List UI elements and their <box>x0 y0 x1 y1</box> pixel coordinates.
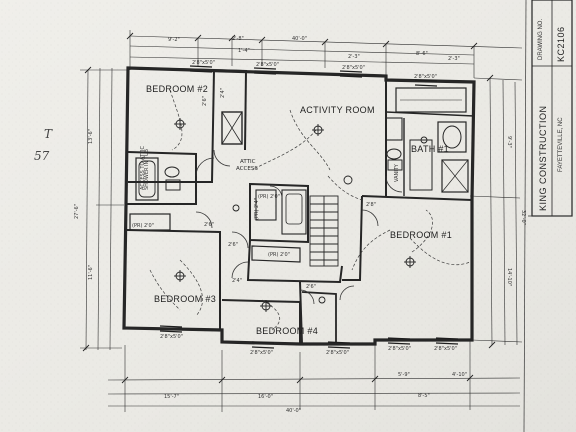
window-callout: 2'8"x5'0" <box>434 346 457 352</box>
dim-right-b: 14'-10" <box>506 268 512 286</box>
door-callout: (PR) 2'0" <box>258 194 280 200</box>
note-access-to-attic: ACCESS TO ATTIC <box>140 145 146 190</box>
door-callout: (PR) 2'4" <box>254 198 260 220</box>
door-callout: 2'6" <box>306 284 316 290</box>
dim-bottom-b: 16'-0" <box>258 394 273 400</box>
window-callouts: 2'8"x5'0" 2'8"x5'0" 2'8"x5'0" 2'8"x5'0" … <box>160 60 457 356</box>
title-block-frame <box>523 0 572 432</box>
electrical-runs <box>149 89 471 331</box>
room-label-bedroom-2: BEDROOM #2 <box>146 84 208 94</box>
dim-right-overall: 32'-0" <box>520 210 526 225</box>
door-callout: 2'4" <box>232 278 242 284</box>
dim-bottom-d: 5'-9" <box>398 372 410 378</box>
dim-top-r1: 2'-3" <box>348 54 360 60</box>
room-label-bedroom-1: BEDROOM #1 <box>390 230 452 240</box>
door-callouts: 2'6" 2'4" 2'6" (PR) 2'0" (PR) 2'4" (PR) … <box>132 88 376 290</box>
attic-label-line1: ATTIC <box>240 159 256 165</box>
door-callout: (PR) 2'0" <box>268 252 290 258</box>
door-callout: 2'4" <box>220 88 226 98</box>
window-callout: 2'8"x5'0" <box>250 350 273 356</box>
room-label-bedroom-4: BEDROOM #4 <box>256 326 318 336</box>
dimension-lines <box>80 30 523 412</box>
company-location: FAYETTEVILLE, NC <box>558 117 564 172</box>
drawing-number: KC2106 <box>556 26 566 62</box>
window-callout: 2'8"x5'0" <box>342 65 365 71</box>
room-label-activity-room: ACTIVITY ROOM <box>300 105 375 115</box>
walls <box>122 66 476 346</box>
dim-top-small: 1'-4" <box>238 48 250 54</box>
door-callout: 2'6" <box>204 222 214 228</box>
door-swings <box>195 149 403 305</box>
door-callout: 2'6" <box>228 242 238 248</box>
door-callout: (PR) 2'0" <box>132 223 154 229</box>
room-label-bedroom-3: BEDROOM #3 <box>154 294 216 304</box>
window-callout: 2'8"x5'0" <box>388 346 411 352</box>
window-callout: 2'8"x5'0" <box>192 60 215 66</box>
window-callout: 2'8"x5'0" <box>256 62 279 68</box>
company-name: KING CONSTRUCTION <box>538 105 548 211</box>
dim-left-b: 11'-6" <box>88 265 94 280</box>
drawing-number-label: DRAWING NO. <box>538 19 544 60</box>
dim-bottom-e: 4'-10" <box>452 372 467 378</box>
dim-right-a: 9'-3" <box>506 136 512 148</box>
door-callout: 2'6" <box>202 96 208 106</box>
light-fixtures <box>174 118 428 312</box>
dim-bottom-overall: 40'-0" <box>286 408 301 414</box>
dim-top-overall: 40'-0" <box>292 36 307 42</box>
dimension-ticks <box>82 32 496 384</box>
window-callout: 2'8"x5'0" <box>326 350 349 356</box>
handwritten-number: 57 <box>34 149 50 163</box>
dim-top-r3: 2'-3" <box>448 56 460 62</box>
dimension-labels: 40'-0" 9'-2" 2'-8" 1'-4" 2'-3" 8'-6" 2'-… <box>74 36 526 414</box>
dim-bottom-c: 8'-5" <box>418 393 430 399</box>
dim-left-overall: 27'-6" <box>74 204 80 219</box>
room-label-bath-1: BATH #1 <box>411 144 449 154</box>
windows <box>159 65 459 349</box>
dim-top-mid: 2'-8" <box>232 36 244 42</box>
door-callout: 2'8" <box>366 202 376 208</box>
dim-bottom-a: 15'-7" <box>164 394 179 400</box>
window-callout: 2'8"x5'0" <box>414 74 437 80</box>
vanity-label: VANITY <box>394 163 400 182</box>
dim-top-left: 9'-2" <box>168 37 180 43</box>
handwritten-mark: T <box>44 127 53 141</box>
note-shower-in-tub: SHOWER IN TUB <box>144 148 150 190</box>
dim-top-r2: 8'-6" <box>416 51 428 57</box>
dim-left-a: 13'-6" <box>88 129 94 144</box>
window-callout: 2'8"x5'0" <box>160 334 183 340</box>
attic-label-line2: ACCESS <box>236 166 258 172</box>
